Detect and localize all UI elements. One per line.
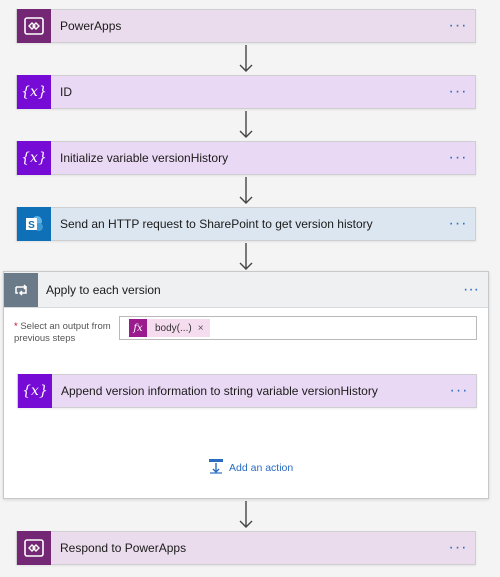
variable-icon: {x} xyxy=(18,374,52,408)
remove-token-button[interactable]: × xyxy=(197,322,204,334)
more-options-button[interactable]: ··· xyxy=(463,280,479,298)
step-title: ID xyxy=(60,85,72,99)
step-title: PowerApps xyxy=(60,19,122,33)
step-sharepoint-http[interactable]: S Send an HTTP request to SharePoint to … xyxy=(16,207,476,241)
select-output-label: * Select an output from previous steps xyxy=(14,321,114,345)
more-options-button[interactable]: ··· xyxy=(448,215,468,232)
step-respond-powerapps[interactable]: Respond to PowerApps ··· xyxy=(16,531,476,565)
more-options-button[interactable]: ··· xyxy=(448,17,468,34)
step-powerapps[interactable]: PowerApps ··· xyxy=(16,9,476,43)
flow-arrow xyxy=(239,177,253,205)
more-options-button[interactable]: ··· xyxy=(448,539,468,556)
required-mark: * xyxy=(14,321,18,332)
svg-text:S: S xyxy=(28,220,35,231)
step-title: Append version information to string var… xyxy=(61,384,378,398)
dynamic-content-token[interactable]: fx body(...) × xyxy=(129,319,210,337)
add-action-icon xyxy=(208,458,224,477)
select-output-label-text: Select an output from previous steps xyxy=(14,321,111,344)
more-options-button[interactable]: ··· xyxy=(448,83,468,100)
select-output-input[interactable]: fx body(...) × xyxy=(119,316,477,340)
powerapps-icon xyxy=(17,531,51,565)
expression-icon: fx xyxy=(129,319,147,337)
apply-to-each-header[interactable]: Apply to each version ··· xyxy=(4,272,488,308)
variable-icon: {x} xyxy=(17,75,51,109)
flow-arrow xyxy=(239,501,253,529)
step-title: Send an HTTP request to SharePoint to ge… xyxy=(60,217,373,231)
variable-icon: {x} xyxy=(17,141,51,175)
more-options-button[interactable]: ··· xyxy=(449,382,469,399)
powerapps-icon xyxy=(17,9,51,43)
flow-arrow xyxy=(239,111,253,139)
loop-icon xyxy=(4,272,38,307)
token-label: body(...) xyxy=(155,322,192,334)
add-action-label: Add an action xyxy=(229,461,294,474)
flow-arrow xyxy=(239,45,253,73)
flow-arrow xyxy=(239,243,253,271)
add-action-button[interactable]: Add an action xyxy=(208,458,293,477)
sharepoint-icon: S xyxy=(17,207,51,241)
more-options-button[interactable]: ··· xyxy=(448,149,468,166)
step-initialize-variable[interactable]: {x} Initialize variable versionHistory ·… xyxy=(16,141,476,175)
step-id[interactable]: {x} ID ··· xyxy=(16,75,476,109)
step-append-version[interactable]: {x} Append version information to string… xyxy=(17,374,477,408)
apply-to-each-container: Apply to each version ··· * Select an ou… xyxy=(3,271,489,499)
apply-to-each-title: Apply to each version xyxy=(46,282,161,297)
step-title: Initialize variable versionHistory xyxy=(60,151,229,165)
step-title: Respond to PowerApps xyxy=(60,541,187,555)
